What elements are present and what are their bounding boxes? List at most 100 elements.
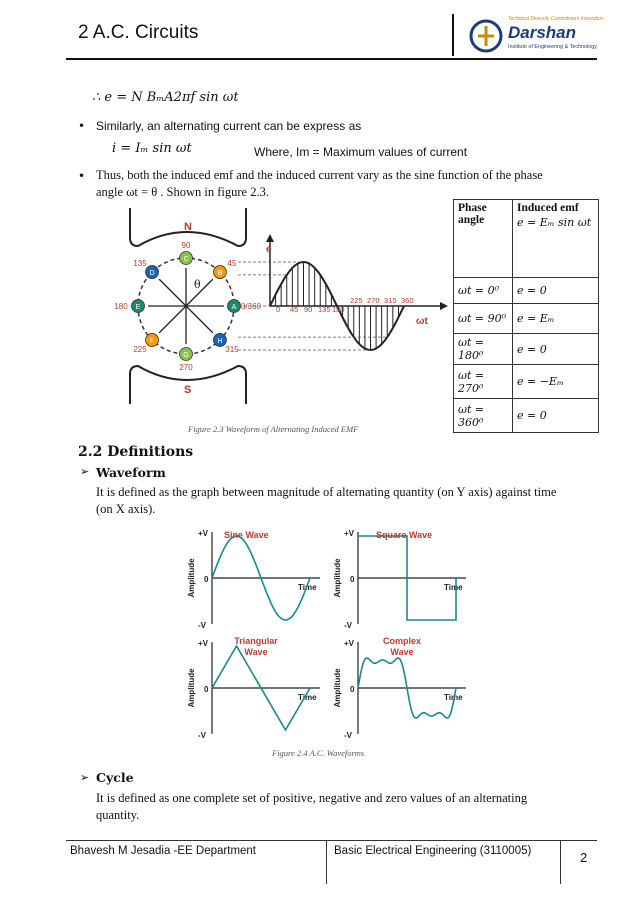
x-tick-label: 270 bbox=[367, 296, 380, 305]
coil-position-marker bbox=[131, 299, 145, 313]
coil-letter: E bbox=[136, 304, 141, 311]
x-tick-label: 315 bbox=[384, 296, 397, 305]
x-tick-label: 180 bbox=[332, 305, 345, 314]
waveform-title: Waveform bbox=[96, 465, 166, 480]
phase-table: Phase angle Induced emf e = Eₘ sin ωt ωt… bbox=[453, 199, 599, 433]
current-equation: i = Iₘ sin ωt bbox=[112, 141, 192, 156]
current-intro: Similarly, an alternating current can be… bbox=[96, 119, 362, 133]
cycle-title: Cycle bbox=[96, 770, 134, 785]
zero-label: 0 bbox=[204, 575, 209, 584]
coil-position-marker bbox=[145, 265, 159, 279]
coil-letter: G bbox=[183, 352, 188, 359]
section-heading: 2.2 Definitions bbox=[78, 444, 194, 460]
angle-label: 270 bbox=[179, 363, 193, 372]
angle-label: 135 bbox=[133, 259, 147, 268]
x-tick-label: 90 bbox=[304, 305, 312, 314]
header-divider bbox=[452, 14, 454, 56]
coil-letter: H bbox=[217, 338, 222, 345]
phase-text-1: Thus, both the induced emf and the induc… bbox=[96, 168, 543, 182]
x-tick-label: 135 bbox=[318, 305, 331, 314]
coil-letter: C bbox=[183, 256, 188, 263]
footer-divider bbox=[326, 840, 327, 884]
zero-label: 0 bbox=[350, 575, 355, 584]
header-rule bbox=[66, 58, 597, 60]
amplitude-label: Amplitude bbox=[187, 558, 196, 598]
cycle-text-2: quantity. bbox=[96, 808, 140, 822]
coil-letter: D bbox=[150, 270, 155, 277]
chapter-title: 2 A.C. Circuits bbox=[78, 22, 199, 43]
amplitude-label: Amplitude bbox=[333, 558, 342, 598]
angle-label: 180 bbox=[114, 302, 128, 311]
e-axis-label: e bbox=[266, 244, 272, 255]
plus-v-label: +V bbox=[344, 639, 355, 648]
plus-v-label: +V bbox=[198, 639, 209, 648]
logo-emblem-icon bbox=[469, 19, 503, 53]
x-tick-label: 45 bbox=[290, 305, 298, 314]
minus-v-label: -V bbox=[344, 621, 353, 630]
darshan-logo: Technical Diversity Commitment Innovatio… bbox=[468, 16, 604, 56]
current-where: Where, Im = Maximum values of current bbox=[254, 145, 468, 159]
wt-axis-label: ωt bbox=[416, 316, 428, 327]
coil-spoke bbox=[185, 305, 214, 334]
x-tick-label: 225 bbox=[350, 296, 363, 305]
page-number: 2 bbox=[580, 850, 588, 865]
coil-position-marker bbox=[213, 265, 227, 279]
figure-2-4-caption: Figure 2.4 A.C. Waveforms bbox=[272, 748, 365, 758]
minus-v-label: -V bbox=[344, 731, 353, 740]
coil-letter: A bbox=[232, 304, 237, 311]
coil-spoke bbox=[185, 278, 214, 307]
zero-label: 0 bbox=[204, 685, 209, 694]
angle-label: 45 bbox=[228, 259, 237, 268]
plus-v-label: +V bbox=[198, 529, 209, 538]
coil-spoke bbox=[158, 278, 187, 307]
coil-spoke bbox=[158, 305, 187, 334]
footer-rule bbox=[66, 840, 597, 841]
minus-v-label: -V bbox=[198, 731, 207, 740]
plus-v-label: +V bbox=[344, 529, 355, 538]
footer-center: Basic Electrical Engineering (3110005) bbox=[334, 845, 532, 857]
theta-label: θ bbox=[194, 278, 201, 291]
waveform-title: Triangular bbox=[234, 636, 278, 646]
time-label: Time bbox=[444, 583, 463, 592]
emf-equation: ∴ e = N BₘA2πf sin ωt bbox=[92, 90, 239, 105]
x-tick-label: 360 bbox=[401, 296, 414, 305]
table-header-equation: e = Eₘ sin ωt bbox=[517, 216, 592, 229]
time-label: Time bbox=[298, 693, 317, 702]
bullet-icon: • bbox=[78, 169, 86, 183]
coil-letter: F bbox=[150, 338, 154, 345]
figure-2-3-caption: Figure 2.3 Waveform of Alternating Induc… bbox=[188, 424, 359, 434]
arrow-bullet-icon: ➢ bbox=[80, 465, 90, 478]
waveform-trace bbox=[211, 644, 311, 732]
waveform-title: Complex bbox=[383, 636, 421, 646]
angle-label: 0/360 bbox=[241, 302, 262, 311]
coil-position-marker bbox=[213, 333, 227, 347]
time-label: Time bbox=[298, 583, 317, 592]
angle-label: 225 bbox=[133, 345, 147, 354]
coil-position-marker bbox=[145, 333, 159, 347]
footer-divider bbox=[560, 840, 561, 884]
waveform-trace bbox=[211, 535, 311, 621]
waveform-text-2: (on X axis). bbox=[96, 502, 156, 516]
logo-institute: Institute of Engineering & Technology bbox=[508, 44, 597, 50]
angle-label: 90 bbox=[182, 241, 191, 250]
pole-s: S bbox=[184, 384, 191, 396]
zero-label: 0 bbox=[350, 685, 355, 694]
coil-letter: B bbox=[218, 270, 223, 277]
logo-tagline: Technical Diversity Commitment Innovatio… bbox=[508, 16, 604, 22]
waveform-trace bbox=[357, 657, 457, 719]
table-header-phase: Phase angle bbox=[453, 199, 513, 278]
coil-position-marker bbox=[179, 251, 193, 265]
table-header-emf: Induced emf bbox=[517, 202, 579, 214]
waveform-title: Square Wave bbox=[376, 530, 432, 540]
minus-v-label: -V bbox=[198, 621, 207, 630]
arrow-bullet-icon: ➢ bbox=[80, 771, 90, 784]
waveform-text-1: It is defined as the graph between magni… bbox=[96, 485, 557, 499]
coil-position-marker bbox=[179, 347, 193, 361]
phase-text-2: angle ωt = θ . Shown in figure 2.3. bbox=[96, 185, 269, 199]
